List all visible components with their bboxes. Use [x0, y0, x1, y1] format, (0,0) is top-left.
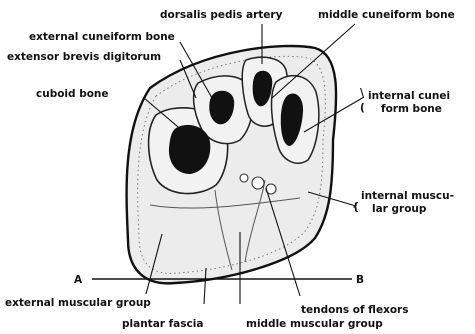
brace-mark: (: [360, 102, 365, 114]
label-internal-cuneiform-line1: internal cunei: [368, 90, 450, 102]
brace-mark: {: [352, 201, 359, 213]
flexor-tendon: [240, 174, 248, 182]
label-tendons-of-flexors: tendons of flexors: [301, 304, 408, 316]
label-plantar-fascia: plantar fascia: [122, 318, 203, 330]
label-middle-muscular-group: middle muscular group: [246, 318, 383, 330]
label-external-muscular-group: external muscular group: [5, 297, 151, 309]
label-cuboid-bone: cuboid bone: [36, 88, 109, 100]
label-internal-muscular-line1: internal muscu-: [361, 190, 454, 202]
label-internal-cuneiform-line2: form bone: [381, 103, 442, 115]
brace-mark: \: [360, 87, 364, 99]
label-extensor-brevis-digitorum: extensor brevis digitorum: [7, 51, 161, 63]
label-dorsalis-pedis-artery: dorsalis pedis artery: [160, 9, 283, 21]
label-middle-cuneiform-bone: middle cuneiform bone: [318, 9, 455, 21]
section-label-b: B: [356, 274, 364, 286]
label-external-cuneiform-bone: external cuneiform bone: [29, 31, 175, 43]
label-internal-muscular-line2: lar group: [372, 203, 427, 215]
flexor-tendon: [252, 177, 264, 189]
section-label-a: A: [74, 274, 83, 286]
